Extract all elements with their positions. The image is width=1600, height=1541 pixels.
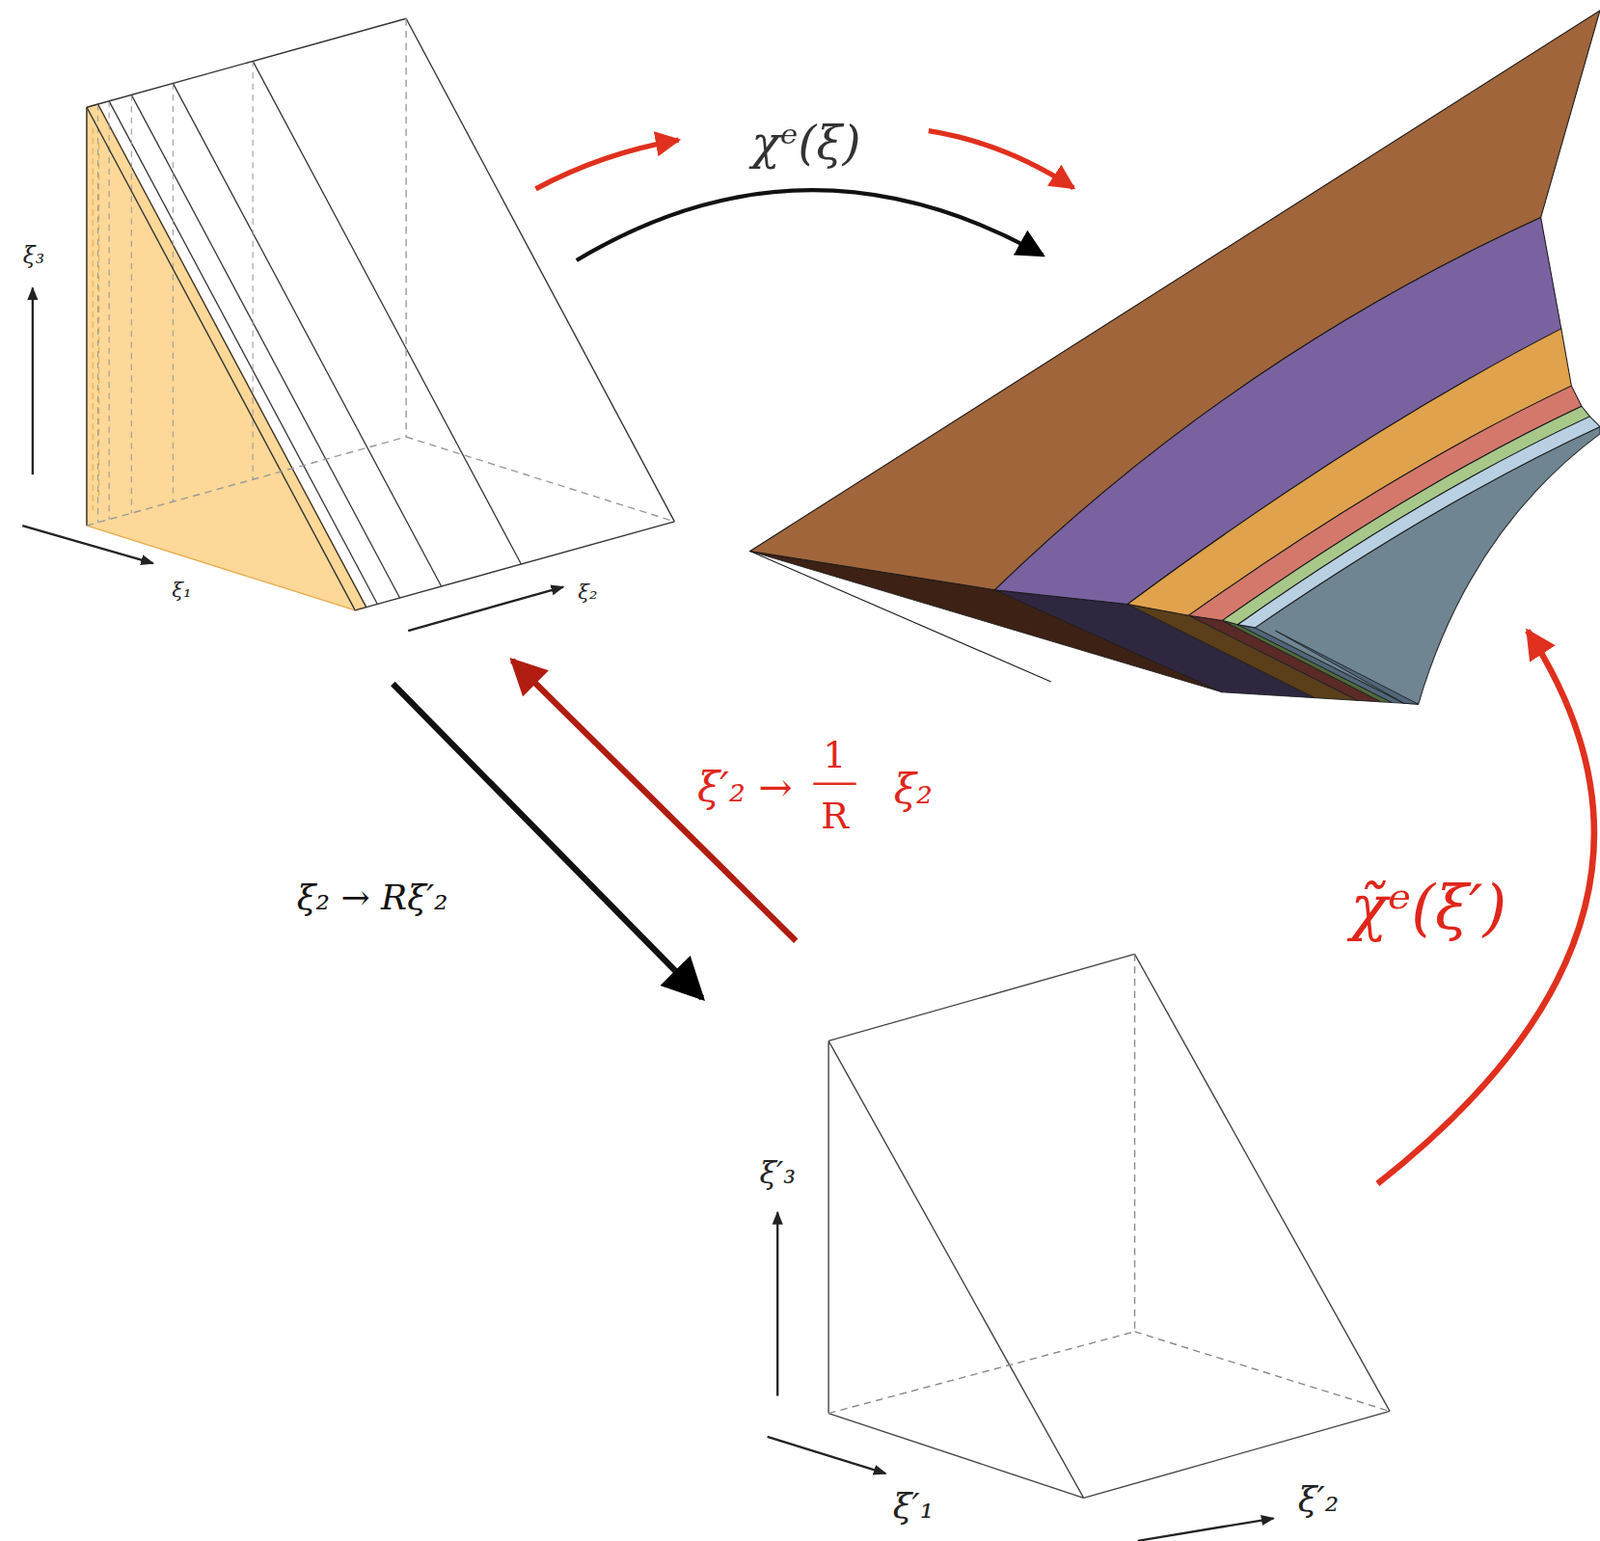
axis-label: ξ₃ — [23, 244, 45, 267]
prism-edge — [405, 18, 407, 437]
axis-arrows — [22, 288, 1274, 1541]
mapping-label: ξ′₂ → — [697, 767, 793, 809]
prism-edge — [406, 436, 675, 522]
prism-edge — [354, 521, 675, 611]
prism-edge — [86, 436, 407, 526]
layer-band — [1189, 385, 1582, 621]
axis-label: ξ₁ — [171, 579, 191, 600]
axis-label: ξ′₃ — [759, 1158, 796, 1190]
axis-label: ξ′₁ — [893, 1489, 934, 1524]
layer-hidden-line — [172, 82, 174, 502]
mapping-label: ξ₂ → Rξ′₂ — [297, 880, 449, 916]
axis-label: ξ′₂ — [1298, 1482, 1339, 1518]
scaled-prism — [828, 953, 1390, 1498]
layer-line — [252, 60, 521, 565]
curved-layered-element — [750, 10, 1600, 705]
fraction-numerator: 1 — [822, 736, 846, 774]
layer-hidden-line — [97, 104, 99, 523]
mapping-arrows — [392, 131, 1595, 1185]
fraction-bar — [813, 782, 856, 786]
prism-edge — [86, 18, 407, 108]
reference-prism — [86, 18, 675, 611]
axis-label: ξ₂ — [577, 581, 597, 602]
layer-line — [172, 82, 441, 587]
layer-line — [98, 104, 367, 608]
layer-hidden-line — [131, 94, 133, 514]
prism-edge — [406, 18, 675, 522]
mapping-label: χ̃ᵉ(ξ′) — [1350, 877, 1507, 939]
layer-band — [1237, 416, 1600, 628]
layer-hidden-line — [108, 101, 110, 520]
layer-line — [131, 94, 400, 598]
highlighted-face — [86, 104, 367, 611]
prism-edge — [85, 107, 87, 526]
fraction-denominator: R — [820, 797, 849, 835]
mapping-label: χᵉ(ξ) — [751, 119, 861, 167]
layer-side-face — [1275, 630, 1419, 705]
mapping-label: ξ₂ — [894, 769, 933, 811]
prism-edge — [86, 107, 355, 611]
layer-line — [108, 101, 378, 605]
